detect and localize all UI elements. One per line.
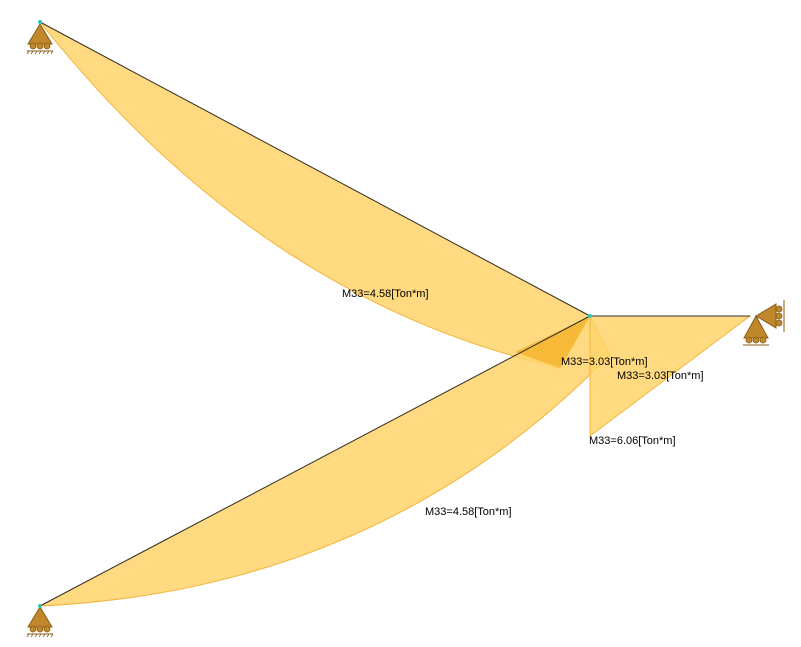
- joint-moment-right-label: M33=3.03[Ton*m]: [617, 370, 704, 382]
- moment-fill-upper-member: [39, 21, 591, 369]
- member-line-lower: [39, 315, 591, 607]
- upper-member-moment-label: M33=4.58[Ton*m]: [342, 288, 429, 300]
- lower-member-moment-label: M33=4.58[Ton*m]: [425, 506, 512, 518]
- horizontal-member-moment-label: M33=6.06[Ton*m]: [589, 435, 676, 447]
- moment-fill-joint-overlap: [515, 316, 590, 368]
- moment-fill-lower-member: [39, 315, 611, 607]
- node-joint: [588, 314, 592, 318]
- pinned-support-bottom-left: [26, 606, 54, 638]
- member-line-upper: [39, 21, 591, 317]
- node-bottom-left: [38, 604, 42, 608]
- pinned-support-top-left: [26, 23, 54, 55]
- node-top-left: [38, 20, 42, 24]
- roller-support-right: [743, 300, 785, 346]
- joint-moment-left-label: M33=3.03[Ton*m]: [561, 356, 648, 368]
